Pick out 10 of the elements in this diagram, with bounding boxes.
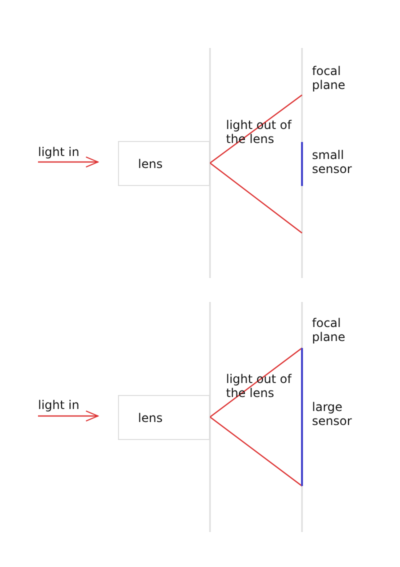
sensor-label: large sensor — [312, 400, 353, 428]
lens-label: lens — [138, 410, 163, 424]
focal-plane-label: focal plane — [312, 64, 346, 92]
input-label: light in — [38, 145, 80, 159]
lens-label: lens — [138, 156, 163, 170]
lens-box — [118, 395, 210, 440]
input-label: light in — [38, 398, 80, 412]
sensor-label: small sensor — [312, 148, 353, 176]
lens-box — [118, 141, 210, 186]
focal-plane-label: focal plane — [312, 316, 346, 344]
